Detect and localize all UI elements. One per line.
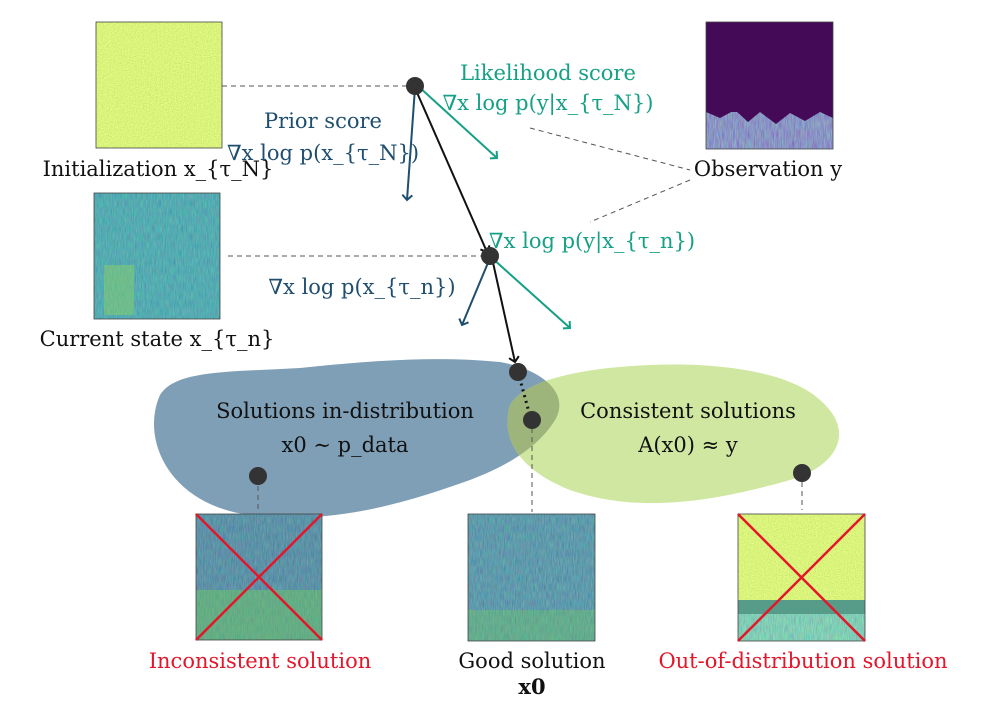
reject-cross-icon xyxy=(195,513,323,641)
node-intermediate xyxy=(509,363,527,381)
consistent-title: Consistent solutions xyxy=(580,399,796,423)
likelihood-score-title: Likelihood score xyxy=(460,61,636,85)
dashed-connectors xyxy=(222,85,803,512)
prior-score-title: Prior score xyxy=(264,109,382,133)
likelihood-score-arrow-n xyxy=(491,257,572,330)
reject-cross-icon xyxy=(737,513,866,642)
node-ood xyxy=(793,464,811,482)
good-solution-symbol: x0 xyxy=(518,674,545,699)
node-inconsistent xyxy=(249,467,267,485)
prior-score-arrow-n xyxy=(458,257,491,327)
current-state-label: Current state x_{τ_n} xyxy=(40,327,275,351)
node-good-solution xyxy=(523,411,541,429)
in-distribution-formula: x0 ∼ p_data xyxy=(281,433,408,457)
good-spectrogram-icon xyxy=(467,513,596,642)
prior-score-formula-n: ∇x log p(x_{τ_n}) xyxy=(268,275,455,299)
ood-solution-label: Out-of-distribution solution xyxy=(658,649,947,673)
in-distribution-title: Solutions in-distribution xyxy=(216,399,474,423)
likelihood-score-formula-N: ∇x log p(y|x_{τ_N}) xyxy=(443,91,654,116)
path-arrow-2 xyxy=(491,257,520,364)
node-tau-N xyxy=(406,77,424,95)
prior-score-formula-N: ∇x log p(x_{τ_N}) xyxy=(227,141,419,165)
observation-label: Observation y xyxy=(694,157,842,181)
noise-spectrogram-icon xyxy=(95,21,223,149)
good-solution-label: Good solution xyxy=(458,649,605,673)
inconsistent-solution-label: Inconsistent solution xyxy=(149,649,372,673)
observation-spectrogram-icon xyxy=(705,21,834,150)
initialization-label: Initialization x_{τ_N} xyxy=(43,157,274,181)
nodes xyxy=(249,77,811,485)
consistent-region xyxy=(507,364,840,504)
likelihood-score-formula-n: ∇x log p(y|x_{τ_n}) xyxy=(489,229,695,254)
ood-spectrogram-icon xyxy=(737,513,866,642)
node-tau-n xyxy=(481,247,499,265)
likelihood-score-arrow-N xyxy=(417,85,499,160)
inconsistent-spectrogram-icon xyxy=(195,513,323,641)
consistent-formula: A(x0) ≈ y xyxy=(637,433,738,457)
current-spectrogram-icon xyxy=(93,192,221,320)
prior-score-arrow-N xyxy=(401,87,416,202)
path-arrow-1 xyxy=(414,87,491,254)
